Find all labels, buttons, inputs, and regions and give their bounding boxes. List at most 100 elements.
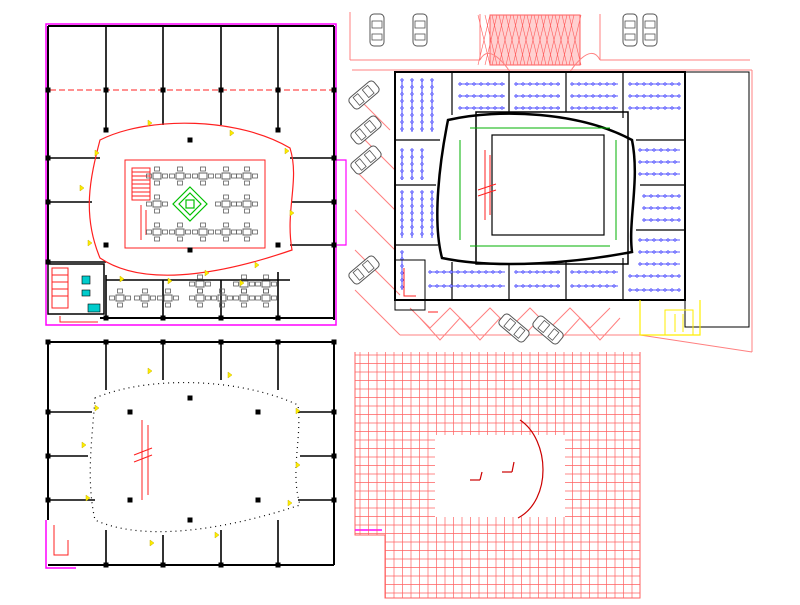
feature-arc-icon (470, 419, 544, 519)
exterior-walls-lower (47, 341, 335, 566)
table-chairs-icon (146, 166, 168, 186)
car-icon (642, 13, 658, 47)
structural-columns-lower (45, 339, 337, 568)
car-icon (350, 145, 382, 175)
upper-left-floor-plan (45, 23, 347, 326)
structural-column (45, 87, 51, 93)
plaza-feature-area (435, 435, 565, 517)
structural-column (331, 339, 337, 345)
light-fixture-mark (295, 461, 301, 469)
structural-column (331, 155, 337, 161)
table-chairs-icon (109, 288, 131, 308)
stair-icon (131, 167, 151, 240)
structural-column (45, 259, 51, 265)
structural-column (45, 199, 51, 205)
structural-column (103, 242, 109, 248)
light-fixture-mark (81, 441, 87, 449)
table-chairs-icon (192, 222, 214, 242)
table-chairs-icon (169, 222, 191, 242)
structural-column (331, 242, 337, 248)
structural-column (160, 315, 166, 321)
light-fixture-mark (119, 275, 125, 283)
light-fixture-mark (284, 147, 290, 155)
stair-symbol-site (477, 150, 497, 220)
column-grid-walls (48, 26, 334, 318)
light-fixture-mark (167, 277, 173, 285)
light-fixture-mark (289, 209, 295, 217)
entrance-paving (489, 14, 581, 66)
structural-column (331, 453, 337, 459)
structural-column (45, 339, 51, 345)
structural-column (218, 339, 224, 345)
table-chairs-icon (233, 288, 255, 308)
light-fixture-mark (227, 371, 233, 379)
table-chairs-icon (211, 288, 233, 308)
light-fixture-mark (79, 184, 85, 192)
service-core (47, 263, 105, 323)
site-boundary-lines (349, 12, 753, 353)
void-handrail (459, 127, 617, 247)
car-icon (622, 13, 638, 47)
structural-column (103, 315, 109, 321)
table-chairs-icon (189, 288, 211, 308)
structural-column (103, 562, 109, 568)
table-chairs-icon (255, 274, 277, 294)
exterior-walls (47, 25, 335, 320)
structural-column (160, 339, 166, 345)
table-chairs-icon (255, 288, 277, 308)
light-fixtures-lower (81, 367, 301, 547)
table-chairs-icon (215, 166, 237, 186)
structural-column (275, 562, 281, 568)
structural-column (127, 497, 133, 503)
table-chairs-icon (146, 194, 168, 214)
structural-column (331, 497, 337, 503)
light-fixture-mark (94, 404, 100, 412)
structural-column (255, 497, 261, 503)
void-frame (475, 111, 629, 265)
void-outline (89, 381, 301, 533)
sanitary-fixture-icon (81, 275, 91, 285)
table-chairs-icon (236, 194, 258, 214)
lighting-layout (400, 78, 681, 292)
light-fixture-mark (204, 269, 210, 277)
structural-column (45, 155, 51, 161)
structural-column (331, 199, 337, 205)
boundary-lower (45, 520, 76, 569)
site-plan (348, 12, 753, 353)
room-grid (395, 72, 685, 300)
light-fixture-mark (85, 494, 91, 502)
light-fixture-mark (147, 119, 153, 127)
structural-column (103, 339, 109, 345)
car-icon (348, 80, 380, 110)
boundary-offset (336, 159, 347, 246)
central-feature-icon (172, 186, 208, 222)
light-fixture-mark (94, 149, 100, 157)
table-chairs-icon (146, 222, 168, 242)
table-chairs-icon (192, 166, 214, 186)
light-fixture-mark (87, 239, 93, 247)
structural-column (187, 395, 193, 401)
light-fixture-mark (287, 499, 293, 507)
structural-column (160, 87, 166, 93)
structural-column (127, 409, 133, 415)
car-icon (532, 315, 564, 345)
structural-column (331, 409, 337, 415)
atrium-inner-rect (124, 159, 266, 249)
structural-column (103, 87, 109, 93)
structural-columns (45, 87, 337, 321)
car-icon (369, 13, 385, 47)
atrium-outline (88, 122, 295, 276)
light-fixture-mark (254, 261, 260, 269)
structural-column (187, 247, 193, 253)
light-fixture-mark (147, 367, 153, 375)
light-fixture-mark (214, 531, 220, 539)
table-chairs-icon (215, 194, 237, 214)
structural-column (187, 517, 193, 523)
light-fixtures (79, 119, 295, 287)
column-grid-walls-lower (48, 342, 334, 565)
light-fixture-mark (295, 407, 301, 415)
central-void-outline (436, 112, 637, 266)
building-boundary (45, 23, 337, 326)
